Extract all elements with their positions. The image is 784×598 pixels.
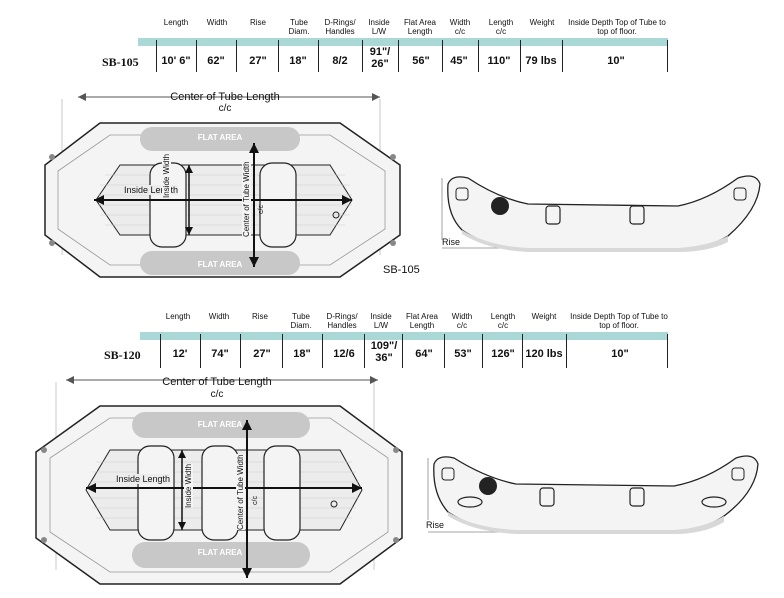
cc-vertical-label: c/c <box>258 205 265 214</box>
header-tube-diam: Tube Diam. <box>290 312 312 330</box>
value-width: 62" <box>207 55 225 67</box>
header-rise: Rise <box>249 18 266 27</box>
header-tube-diam: Tube Diam. <box>288 18 310 36</box>
col-divider <box>482 334 483 368</box>
header-weight: Weight <box>531 312 557 321</box>
col-divider <box>444 334 445 368</box>
center-tube-length-label: Center of Tube Length <box>162 376 272 388</box>
value-weight: 79 lbs <box>525 55 557 67</box>
model-name: SB-105 <box>102 55 139 69</box>
col-divider <box>522 334 523 368</box>
header-length: Length <box>165 312 191 321</box>
inside-width-label: Inside Width <box>162 153 171 198</box>
value-d-rings: 12/6 <box>333 348 355 360</box>
col-divider <box>364 334 365 368</box>
value-inside-depth: 10" <box>611 348 629 360</box>
value-rise: 27" <box>249 55 267 67</box>
value-length-cc: 110" <box>487 55 511 67</box>
value-flat-area: 64" <box>415 348 433 360</box>
flat-area-label: FLAT AREA <box>197 260 243 269</box>
value-weight: 120 lbs <box>525 348 563 360</box>
center-tube-length-label: Center of Tube Length <box>170 91 280 103</box>
col-divider <box>236 40 237 72</box>
flat-area-label: FLAT AREA <box>197 420 243 429</box>
header-width-cc: Width c/c <box>451 312 473 330</box>
model-name: SB-120 <box>104 348 141 362</box>
flat-area-label: FLAT AREA <box>197 133 243 142</box>
col-divider <box>156 40 157 72</box>
col-divider <box>318 40 319 72</box>
cc-label: c/c <box>218 103 232 114</box>
inside-length-label: Inside Length <box>124 185 179 195</box>
flat-area-label: FLAT AREA <box>197 548 243 557</box>
header-length-cc: Length c/c <box>490 312 516 330</box>
value-rise: 27" <box>253 348 271 360</box>
header-inside-depth: Inside Depth Top of Tube to top of floor… <box>568 18 666 36</box>
header-width-cc: Width c/c <box>449 18 471 36</box>
teal-band <box>138 38 668 46</box>
center-tube-width-label: Center of Tube Width <box>236 454 245 530</box>
header-flat-area: Flat Area Length <box>403 18 436 36</box>
col-divider <box>566 334 567 368</box>
col-divider <box>667 40 668 72</box>
header-d-rings: D-Rings/ Handles <box>326 312 358 330</box>
header-inside-lw: Inside L/W <box>370 312 392 330</box>
value-length-cc: 126" <box>491 348 515 360</box>
header-length: Length <box>163 18 189 27</box>
col-divider <box>278 40 279 72</box>
value-tube-diam: 18" <box>293 348 311 360</box>
header-d-rings: D-Rings/ Handles <box>324 18 356 36</box>
value-tube-diam: 18" <box>289 55 307 67</box>
value-width-cc: 53" <box>454 348 472 360</box>
header-width: Width <box>206 18 228 27</box>
col-divider <box>200 334 201 368</box>
value-width-cc: 45" <box>450 55 468 67</box>
spec-table-sb-120: SB-120 Length Width Rise Tube Diam. D-Ri… <box>0 300 784 370</box>
header-inside-depth: Inside Depth Top of Tube to top of floor… <box>570 312 668 330</box>
teal-band <box>140 332 668 340</box>
value-length: 10' 6" <box>161 55 191 67</box>
col-divider <box>442 40 443 72</box>
cc-label: c/c <box>210 389 224 400</box>
col-divider <box>160 334 161 368</box>
value-width: 74" <box>211 348 229 360</box>
header-weight: Weight <box>529 18 555 27</box>
rise-label: Rise <box>442 237 461 247</box>
value-inside-depth: 10" <box>607 55 625 67</box>
inside-width-label: Inside Width <box>184 463 193 508</box>
col-divider <box>282 334 283 368</box>
col-divider <box>196 40 197 72</box>
raft-top-view-sb-120 <box>35 376 403 585</box>
col-divider <box>478 40 479 72</box>
center-tube-width-label: Center of Tube Width <box>242 161 251 237</box>
col-divider <box>520 40 521 72</box>
col-divider <box>398 40 399 72</box>
col-divider <box>667 334 668 368</box>
header-flat-area: Flat Area Length <box>405 312 438 330</box>
raft-side-view-sb-120 <box>427 455 759 534</box>
header-length-cc: Length c/c <box>488 18 514 36</box>
inside-length-label: Inside Length <box>116 474 171 484</box>
raft-side-view-sb-105 <box>441 175 761 252</box>
header-inside-lw: Inside L/W <box>368 18 390 36</box>
spec-table-sb-105: SB-105 Length Width Rise Tube Diam. D-Ri… <box>0 0 784 72</box>
cc-vertical-label: c/c <box>252 496 259 505</box>
col-divider <box>362 40 363 72</box>
col-divider <box>322 334 323 368</box>
col-divider <box>402 334 403 368</box>
value-length: 12' <box>172 348 188 360</box>
rise-label: Rise <box>426 520 445 530</box>
raft-top-view-sb-105 <box>44 93 401 278</box>
col-divider <box>562 40 563 72</box>
diagram-caption: SB-105 <box>383 264 420 276</box>
col-divider <box>240 334 241 368</box>
value-flat-area: 56" <box>412 55 430 67</box>
value-d-rings: 8/2 <box>332 55 348 67</box>
value-inside-lw: 91"/ 26" <box>369 46 391 70</box>
value-inside-lw: 109"/ 36" <box>370 340 398 364</box>
header-width: Width <box>208 312 230 321</box>
header-rise: Rise <box>251 312 268 321</box>
